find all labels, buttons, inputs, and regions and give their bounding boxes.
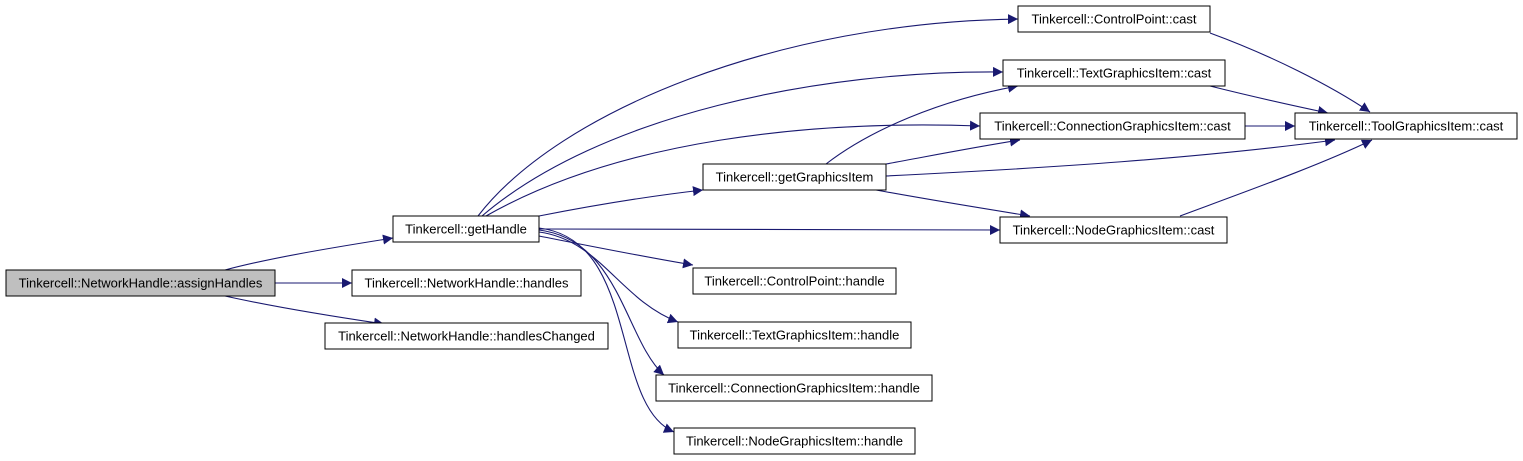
node-get-graphics-item[interactable]: Tinkercell::getGraphicsItem: [702, 163, 887, 191]
edge-assignhandles-gethandle: [224, 234, 394, 271]
node-label: Tinkercell::ConnectionGraphicsItem::hand…: [668, 381, 920, 396]
node-label: Tinkercell::TextGraphicsItem::cast: [1017, 66, 1212, 81]
node-control-point-cast[interactable]: Tinkercell::ControlPoint::cast: [1017, 5, 1211, 33]
edge-assignhandles-handleschanged: [224, 295, 385, 328]
edge-gethandle-controlpoint-handle: [538, 235, 694, 269]
node-label: Tinkercell::ControlPoint::cast: [1032, 12, 1197, 27]
edge-gethandle-connectionitem-handle: [538, 229, 665, 376]
edge-gethandle-connectionitem-cast: [485, 120, 981, 217]
node-network-handles-changed[interactable]: Tinkercell::NetworkHandle::handlesChange…: [324, 322, 609, 350]
node-network-handles[interactable]: Tinkercell::NetworkHandle::handles: [351, 269, 582, 297]
node-label: Tinkercell::NodeGraphicsItem::cast: [1013, 223, 1215, 238]
node-tool-item-cast[interactable]: Tinkercell::ToolGraphicsItem::cast: [1294, 112, 1518, 140]
node-label: Tinkercell::getHandle: [405, 222, 527, 237]
node-label: Tinkercell::ConnectionGraphicsItem::cast: [994, 119, 1231, 134]
node-node-item-handle[interactable]: Tinkercell::NodeGraphicsItem::handle: [673, 427, 916, 455]
edge-gethandle-getgraphicsitem: [538, 186, 704, 217]
node-label: Tinkercell::getGraphicsItem: [716, 170, 874, 185]
edge-getgraphicsitem-textitem-cast: [825, 82, 1019, 165]
edge-gethandle-controlpoint-cast: [477, 14, 1019, 217]
node-label: Tinkercell::ToolGraphicsItem::cast: [1309, 119, 1504, 134]
edge-getgraphicsitem-connectionitem-cast: [885, 136, 1021, 165]
node-text-item-cast[interactable]: Tinkercell::TextGraphicsItem::cast: [1002, 59, 1226, 87]
node-text-item-handle[interactable]: Tinkercell::TextGraphicsItem::handle: [677, 321, 912, 349]
edge-textitem-cast-toolitem-cast: [1209, 85, 1329, 116]
node-control-point-handle[interactable]: Tinkercell::ControlPoint::handle: [692, 267, 897, 295]
node-label: Tinkercell::TextGraphicsItem::handle: [690, 328, 900, 343]
node-label: Tinkercell::NetworkHandle::handlesChange…: [338, 329, 595, 344]
node-label: Tinkercell::NetworkHandle::handles: [364, 276, 569, 291]
edge-gethandle-textitem-cast: [481, 66, 1004, 217]
node-label: Tinkercell::NetworkHandle::assignHandles: [19, 276, 263, 291]
edge-getgraphicsitem-toolitem-cast: [885, 136, 1336, 177]
edge-nodeitem-cast-toolitem-cast: [1179, 139, 1373, 217]
node-label: Tinkercell::NodeGraphicsItem::handle: [686, 434, 903, 449]
node-get-handle[interactable]: Tinkercell::getHandle: [392, 215, 540, 243]
edge-gethandle-nodeitem-cast: [538, 224, 1001, 235]
node-connection-item-cast[interactable]: Tinkercell::ConnectionGraphicsItem::cast: [979, 112, 1246, 140]
node-node-item-cast[interactable]: Tinkercell::NodeGraphicsItem::cast: [999, 216, 1228, 244]
node-connection-item-handle[interactable]: Tinkercell::ConnectionGraphicsItem::hand…: [655, 374, 933, 402]
edge-gethandle-nodeitem-handle: [538, 227, 675, 433]
node-assign-handles[interactable]: Tinkercell::NetworkHandle::assignHandles: [5, 269, 276, 297]
edge-controlpoint-cast-toolitem-cast: [1209, 32, 1371, 113]
edge-gethandle-textitem-handle: [538, 231, 679, 324]
edge-getgraphicsitem-nodeitem-cast: [875, 189, 1031, 220]
node-label: Tinkercell::ControlPoint::handle: [704, 274, 884, 289]
